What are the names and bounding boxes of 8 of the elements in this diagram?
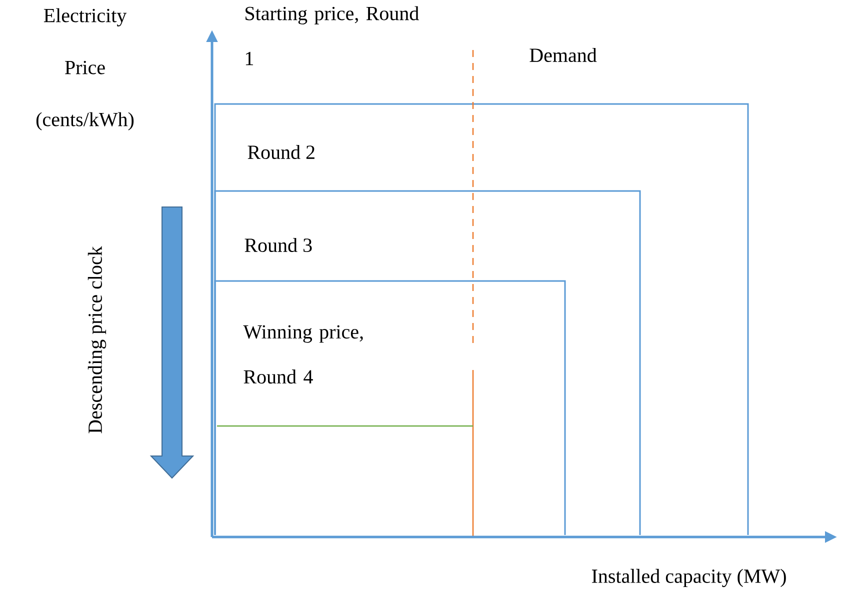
round-label: Demand (530, 48, 597, 62)
round-label: Starting price, Round 1 (246, 6, 419, 66)
round-label: Round 2 (248, 144, 314, 160)
axis-label: Descending price clock (88, 246, 106, 434)
round-label: Round 3 (244, 238, 312, 252)
axis-label: Installed capacity (MW) (592, 568, 786, 588)
round-label: Winning price, Round 4 (243, 325, 363, 384)
axis-label: Electricity Price (cents/kWh) (36, 8, 134, 130)
